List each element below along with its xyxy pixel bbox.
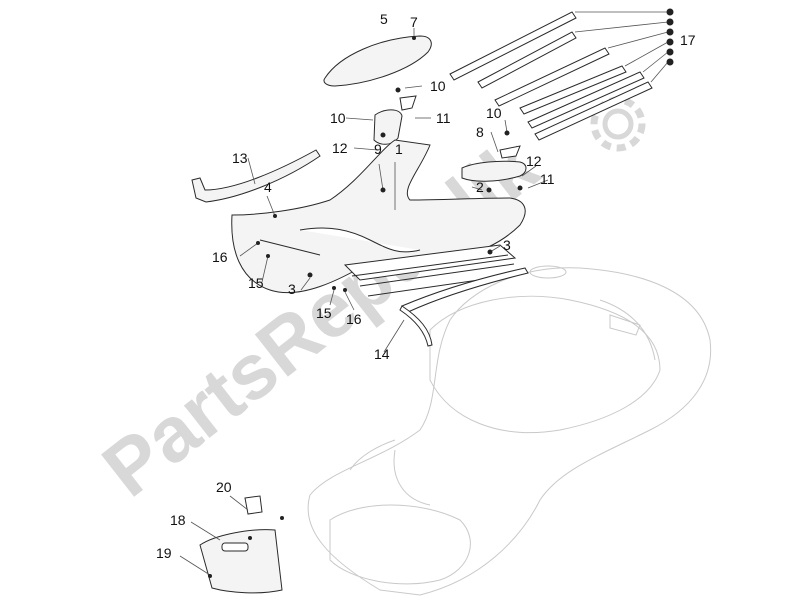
part-right-panel [461, 160, 527, 182]
callout-label: 20 [216, 479, 232, 495]
callout-17-bullets [666, 8, 674, 66]
callout-label: 13 [232, 150, 248, 166]
callout-label: 15 [316, 305, 332, 321]
callout-label: 15 [248, 275, 264, 291]
callout-label: 3 [503, 237, 511, 253]
callout-label: 16 [346, 311, 362, 327]
scooter-frame-outline [307, 265, 712, 596]
watermark: PartsRepublik [86, 96, 646, 513]
part-glovebox-door [199, 529, 283, 594]
callout-label: 8 [476, 124, 484, 140]
callout-label: 17 [680, 32, 696, 48]
part-side-strip-left [191, 149, 321, 203]
callout-label: 10 [430, 78, 446, 94]
callout-label: 19 [156, 545, 172, 561]
callout-label: 7 [410, 14, 418, 30]
callout-label: 11 [436, 110, 451, 126]
part-small-panel [373, 109, 403, 145]
callout-label: 16 [212, 249, 228, 265]
callout-label: 5 [380, 11, 388, 27]
fasteners [208, 87, 523, 578]
leader-lines [179, 11, 669, 576]
callout-label: 12 [526, 153, 542, 169]
callout-label: 4 [264, 179, 272, 195]
callout-label: 9 [374, 141, 382, 157]
callout-label: 12 [332, 140, 348, 156]
callout-label: 3 [288, 281, 296, 297]
callout-label: 10 [330, 110, 346, 126]
callout-labels: 5 7 10 10 11 10 8 13 12 9 1 4 2 12 11 3 … [156, 11, 696, 561]
callout-label: 18 [170, 512, 186, 528]
callout-label: 11 [540, 171, 555, 187]
part-curved-trim [401, 267, 529, 313]
callout-label: 10 [486, 105, 502, 121]
callout-label: 1 [395, 141, 403, 157]
part-top-cover [323, 35, 432, 87]
callout-label: 2 [476, 179, 484, 195]
callout-label: 14 [374, 346, 390, 362]
part-rails-17 [449, 11, 653, 141]
